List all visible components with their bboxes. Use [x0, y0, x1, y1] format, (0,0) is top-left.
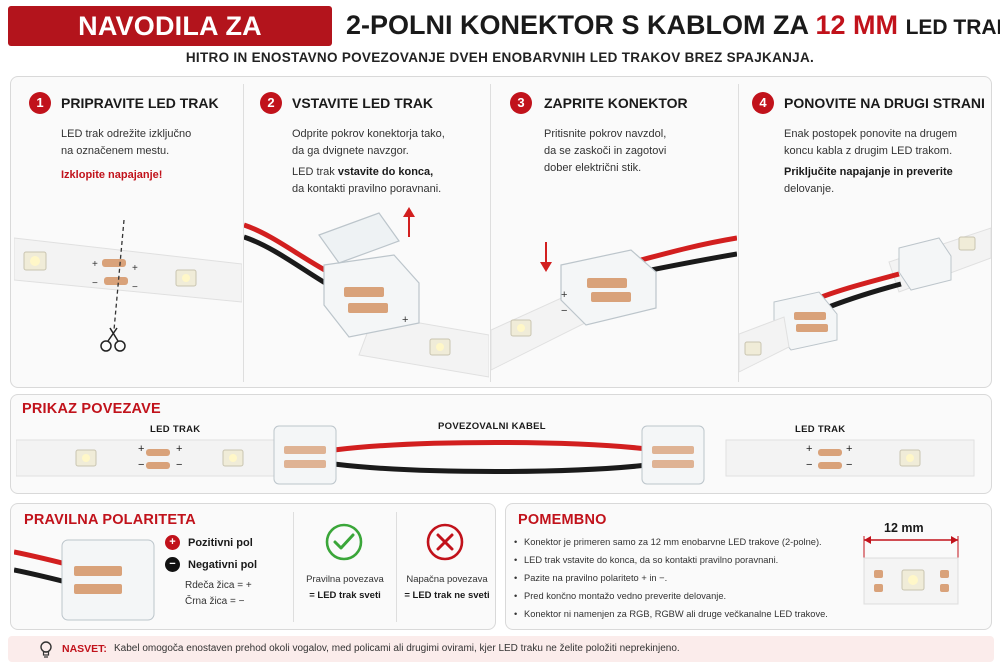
connection-left-label: LED TRAK [150, 424, 201, 435]
step-4-badge: 4 [752, 92, 774, 114]
connection-center-label: POVEZOVALNI KABEL [438, 421, 546, 432]
step-divider [243, 84, 244, 382]
step-4-title: PONOVITE NA DRUGI STRANI [784, 95, 985, 111]
positive-pole-icon: + [165, 535, 180, 550]
step-1-image: + + − − [14, 219, 242, 352]
connection-diagram [16, 425, 975, 485]
list-item: Konektor je primeren samo za 12 mm enoba… [514, 533, 854, 551]
list-item: Konektor ni namenjen za RGB, RGBW ali dr… [514, 605, 854, 623]
polarity-image [14, 539, 155, 621]
plus-sign: + [806, 443, 813, 455]
step-2-image: + [244, 207, 489, 378]
lightbulb-icon [40, 641, 52, 658]
svg-text:−: − [132, 282, 138, 293]
svg-text:+: + [402, 314, 408, 326]
negative-pole-label: Negativni pol [188, 559, 258, 571]
important-list: Konektor je primeren samo za 12 mm enoba… [514, 533, 854, 623]
wire-legend: Rdeča žica = +Črna žica = − [185, 580, 252, 607]
polarity-divider [293, 512, 294, 622]
polarity-divider [396, 512, 397, 622]
svg-text:+: + [132, 263, 138, 274]
step-3-image: + − [491, 235, 737, 371]
step-2-title: VSTAVITE LED TRAK [292, 95, 434, 111]
tip-bar [8, 636, 994, 662]
svg-text:−: − [92, 278, 98, 289]
strip-width-image [863, 536, 959, 605]
cross-icon [426, 523, 464, 561]
header-banner: NAVODILA ZA MONTAŽO [8, 6, 332, 81]
step-divider [490, 84, 491, 382]
plus-sign: + [138, 443, 145, 455]
positive-pole-label: Pozitivni pol [188, 537, 253, 549]
connection-right-label: LED TRAK [795, 424, 846, 435]
minus-sign: − [176, 459, 183, 471]
negative-pole-icon: − [165, 557, 180, 572]
step-3-title: ZAPRITE KONEKTOR [544, 95, 688, 111]
page-title: 2-POLNI KONEKTOR S KABLOM ZA 12 MM LED T… [346, 10, 1000, 40]
plus-sign: + [846, 443, 853, 455]
svg-text:+: + [561, 289, 567, 301]
list-item: Pazite na pravilno polariteto + in −. [514, 569, 854, 587]
minus-sign: − [806, 459, 813, 471]
correct-caption: Pravilna povezava= LED trak sveti [306, 574, 384, 601]
checkmark-icon [325, 523, 363, 561]
tip-label: NASVET: [62, 643, 107, 655]
svg-text:−: − [561, 305, 567, 317]
width-label: 12 mm [884, 521, 924, 535]
svg-text:+: + [92, 259, 98, 270]
list-item: Pred končno montažo vedno preverite delo… [514, 587, 854, 605]
important-title: POMEMBNO [518, 512, 607, 528]
wrong-caption: Napačna povezava= LED trak ne sveti [404, 574, 490, 601]
step-4-image [739, 227, 991, 373]
tip-text: Kabel omogoča enostaven prehod okoli vog… [114, 643, 680, 654]
connection-title: PRIKAZ POVEZAVE [22, 401, 161, 417]
minus-sign: − [846, 459, 853, 471]
step-3-text: Pritisnite pokrov navzdol,da se zaskoči … [544, 128, 667, 174]
polarity-title: PRAVILNA POLARITETA [24, 512, 196, 528]
step-1-title: PRIPRAVITE LED TRAK [61, 95, 219, 111]
minus-sign: − [138, 459, 145, 471]
plus-sign: + [176, 443, 183, 455]
list-item: LED trak vstavite do konca, da so kontak… [514, 551, 854, 569]
step-1-badge: 1 [29, 92, 51, 114]
step-2-text: Odprite pokrov konektorja tako,da ga dvi… [292, 128, 445, 195]
step-3-badge: 3 [510, 92, 532, 114]
step-2-badge: 2 [260, 92, 282, 114]
step-divider [738, 84, 739, 382]
page-subtitle: HITRO IN ENOSTAVNO POVEZOVANJE DVEH ENOB… [185, 50, 815, 65]
